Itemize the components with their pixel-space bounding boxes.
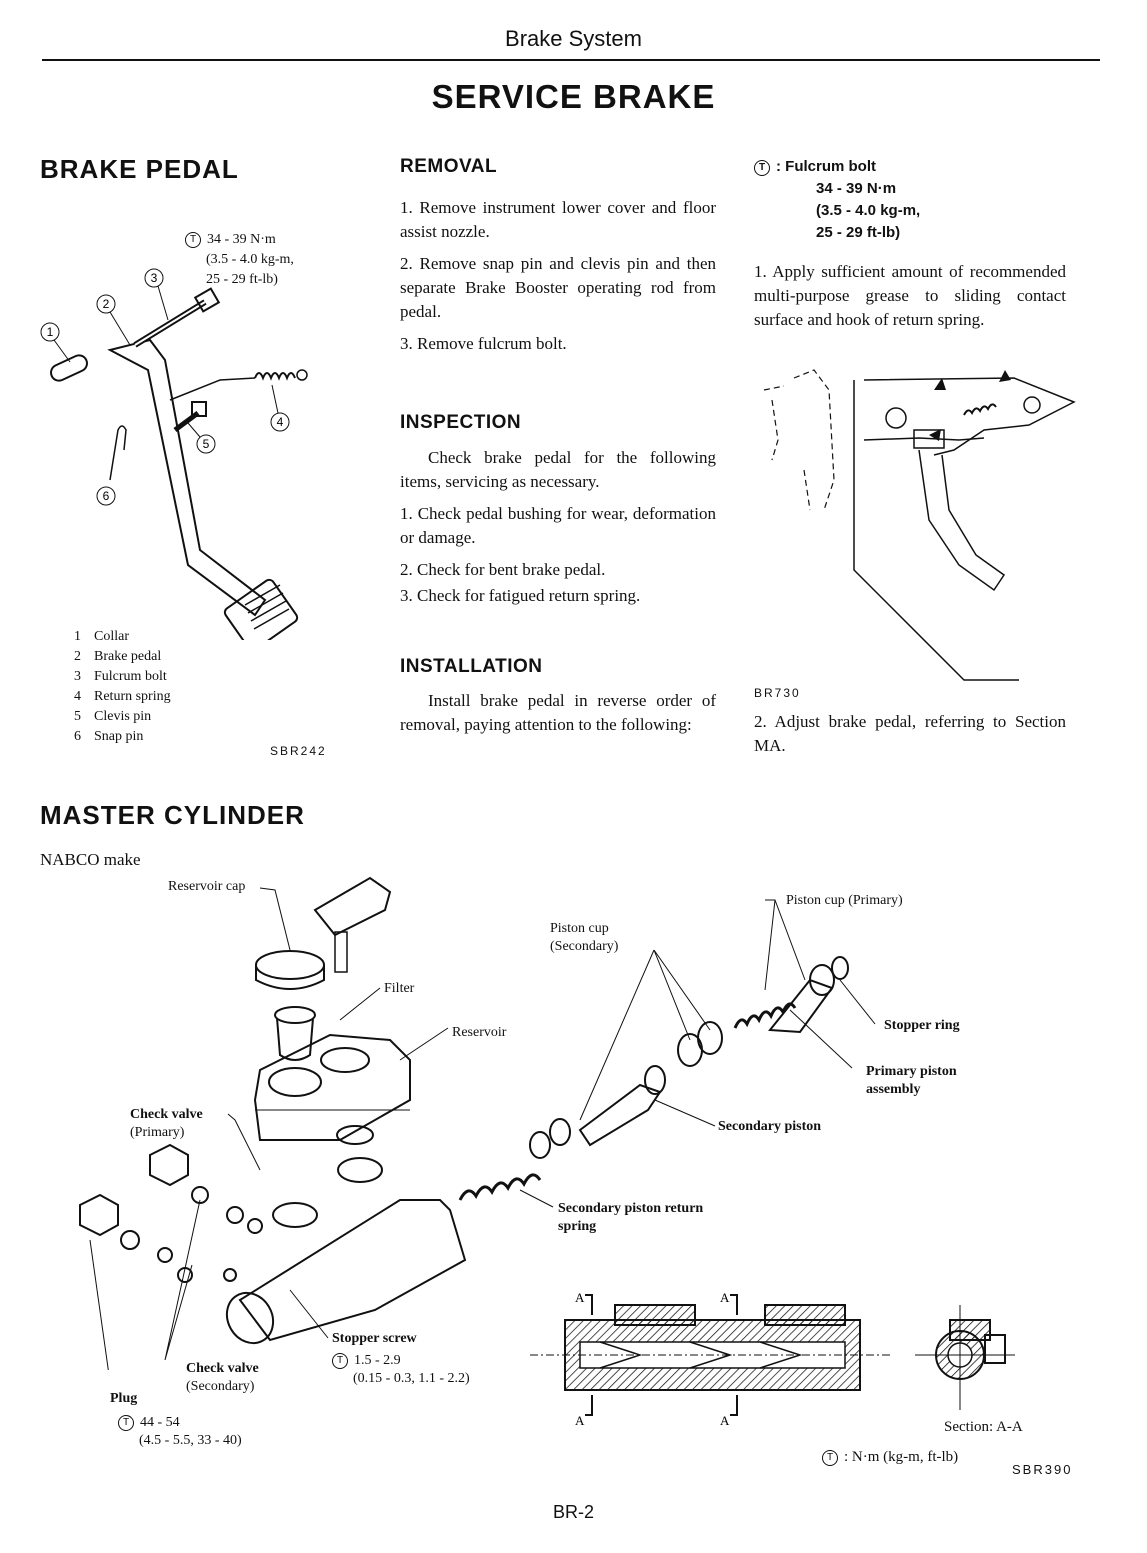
inspection-step: 3. Check for fatigued return spring.: [400, 586, 641, 605]
reservoir-body-part: [253, 1033, 411, 1141]
reservoir-cap-part: [255, 876, 392, 990]
inspection-step: 1. Check pedal bushing for wear, deforma…: [400, 504, 716, 547]
callout-4: 4: [277, 415, 284, 429]
label-stopper-screw: Stopper screw: [332, 1331, 417, 1346]
cross-section-diagram: A A A A: [530, 1290, 1015, 1428]
cylinder-body-part: [225, 1125, 467, 1345]
inspection-text: Check brake pedal for the following item…: [400, 446, 716, 616]
adjust-step: 2. Adjust brake pedal, referring to Sect…: [754, 712, 1066, 755]
figure-code-sbr242: SBR242: [270, 744, 327, 758]
collar-part: [50, 354, 88, 382]
page-title: SERVICE BRAKE: [431, 78, 716, 115]
label-secondary-piston: Secondary piston: [718, 1119, 822, 1134]
pedal-install-diagram: [763, 369, 1076, 681]
callout-3: 3: [151, 271, 158, 285]
pedal-pad: [223, 578, 299, 640]
label-primary-piston: Primary piston assembly: [866, 1064, 957, 1097]
page-number: BR-2: [552, 1502, 594, 1522]
svg-text:A: A: [720, 1290, 730, 1305]
label-piston-cup-primary: Piston cup (Primary): [786, 893, 903, 908]
inspection-step: 2. Check for bent brake pedal.: [400, 560, 606, 579]
primary-piston-part: [733, 956, 849, 1034]
label-reservoir-cap: Reservoir cap: [168, 879, 246, 894]
fulcrum-torque-spec: T: Fulcrum bolt 34 - 39 N·m (3.5 - 4.0 k…: [754, 156, 920, 244]
removal-step: 2. Remove snap pin and clevis pin and th…: [400, 254, 716, 321]
callout-6: 6: [103, 489, 110, 503]
nabco-subheading: NABCO make: [40, 850, 141, 869]
header-rule: [42, 59, 1100, 61]
figure-code-br730: BR730: [754, 686, 801, 700]
callout-5: 5: [203, 437, 210, 451]
section-a-a-label: Section: A-A: [944, 1419, 1023, 1435]
installation-heading: INSTALLATION: [400, 656, 543, 677]
brake-pedal-heading: BRAKE PEDAL: [40, 154, 239, 184]
svg-text:A: A: [720, 1413, 730, 1428]
label-secondary-return-spring: Secondary piston return spring: [558, 1201, 704, 1234]
removal-heading: REMOVAL: [400, 156, 498, 177]
check-valve-parts: [79, 1143, 263, 1283]
inspection-intro: Check brake pedal for the following item…: [400, 448, 716, 491]
svg-text:A: A: [575, 1413, 585, 1428]
svg-text:A: A: [575, 1290, 585, 1305]
label-piston-cup-secondary: Piston cup (Secondary): [550, 921, 619, 954]
label-check-valve-secondary: Check valve (Secondary): [186, 1361, 259, 1394]
label-plug: Plug: [110, 1391, 138, 1406]
running-header: Brake System: [505, 26, 642, 51]
removal-step: 1. Remove instrument lower cover and flo…: [400, 198, 716, 241]
master-cylinder-diagram: [79, 876, 876, 1370]
removal-step: 3. Remove fulcrum bolt.: [400, 334, 567, 353]
grease-step: 1. Apply sufficient amount of recommende…: [754, 262, 1066, 329]
label-reservoir: Reservoir: [452, 1025, 507, 1040]
master-cylinder-heading: MASTER CYLINDER: [40, 800, 305, 830]
callout-1: 1: [47, 325, 54, 339]
callout-2: 2: [103, 297, 110, 311]
filter-part: [274, 1006, 316, 1061]
secondary-spring-part: [458, 1118, 571, 1201]
label-check-valve-primary: Check valve (Primary): [130, 1107, 203, 1140]
brake-pedal-diagram: 1 2 3 4 5 6: [40, 268, 308, 640]
figure-code-sbr390: SBR390: [1012, 1462, 1073, 1477]
fulcrum-bolt-part: [133, 287, 221, 348]
snap-pin-part: [109, 425, 127, 481]
label-filter: Filter: [384, 981, 415, 996]
secondary-piston-part: [578, 1021, 723, 1147]
removal-steps: 1. Remove instrument lower cover and flo…: [400, 196, 716, 364]
return-spring-part: [169, 369, 308, 401]
inspection-heading: INSPECTION: [400, 412, 522, 433]
unit-note: T: N·m (kg-m, ft-lb): [822, 1448, 958, 1466]
label-stopper-ring: Stopper ring: [884, 1018, 960, 1033]
pedal-arm: [107, 338, 267, 617]
installation-text: Install brake pedal in reverse order of …: [400, 691, 716, 734]
clevis-pin-part: [173, 401, 207, 433]
